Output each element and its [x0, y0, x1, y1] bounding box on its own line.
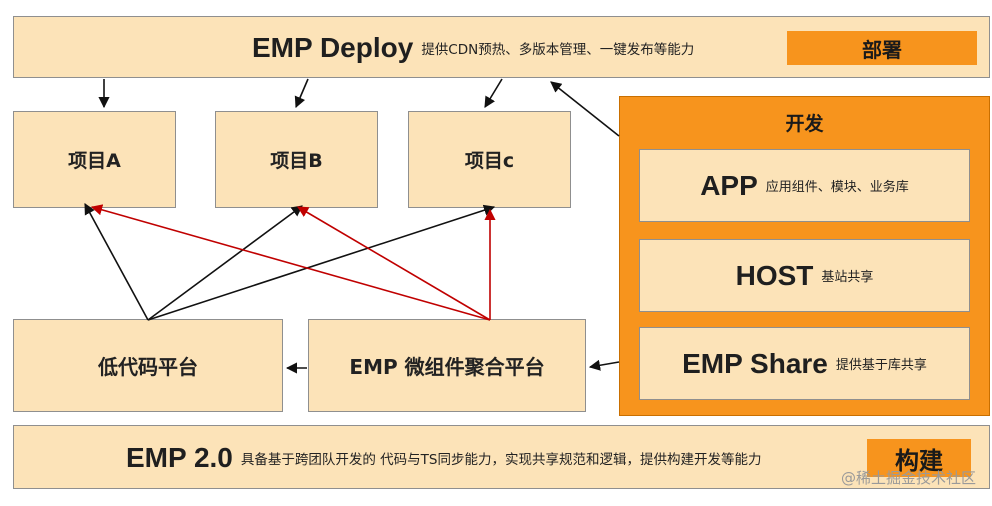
watermark: @稀土掘金技术社区	[840, 469, 976, 487]
arrow-emp-micro-to-project-a	[90, 204, 491, 321]
deploy-title: EMP Deploy	[252, 32, 414, 63]
dev-item-desc: 提供基于库共享	[835, 358, 927, 373]
build-bar: EMP 2.0 具备基于跨团队开发的 代码与TS同步能力，实现共享规范和逻辑，提…	[13, 425, 990, 489]
deploy-heading: EMP Deploy 提供CDN预热、多版本管理、一键发布等能力	[252, 31, 694, 65]
arrow-lowcode-to-project-c	[147, 204, 496, 321]
deploy-tag: 部署	[787, 31, 977, 65]
dev-panel-title: 开发	[785, 113, 824, 135]
project-a-box: 项目A	[13, 111, 176, 208]
dev-item-title: APP	[700, 169, 758, 201]
arrow-deploy-to-project-b	[294, 78, 309, 109]
lowcode-platform-box: 低代码平台	[13, 319, 283, 412]
dev-item-app: APP 应用组件、模块、业务库	[639, 149, 970, 222]
deploy-description: 提供CDN预热、多版本管理、一键发布等能力	[421, 42, 695, 58]
build-title: EMP 2.0	[126, 442, 233, 473]
dev-item-host: HOST 基站共享	[639, 239, 970, 312]
build-heading: EMP 2.0 具备基于跨团队开发的 代码与TS同步能力，实现共享规范和逻辑，提…	[126, 441, 761, 475]
arrow-dev-to-emp-micro	[588, 359, 620, 371]
arrow-deploy-to-project-c	[484, 78, 503, 108]
dev-item-title: HOST	[735, 259, 814, 291]
project-c-box: 项目c	[408, 111, 571, 208]
deploy-bar: EMP Deploy 提供CDN预热、多版本管理、一键发布等能力 部署	[13, 16, 990, 78]
build-tag: 构建	[867, 439, 971, 477]
emp-micro-platform-box: EMP 微组件聚合平台	[308, 319, 586, 412]
arrow-emp-micro-to-project-b	[297, 206, 491, 321]
dev-item-desc: 应用组件、模块、业务库	[765, 180, 909, 195]
arrow-lowcode-to-project-b	[147, 205, 303, 321]
build-description: 具备基于跨团队开发的 代码与TS同步能力，实现共享规范和逻辑，提供构建开发等能力	[240, 452, 762, 468]
arrow-lowcode-to-project-a	[84, 203, 149, 321]
dev-item-title: EMP Share	[682, 347, 828, 379]
dev-item-emp-share: EMP Share 提供基于库共享	[639, 327, 970, 400]
dev-item-desc: 基站共享	[821, 270, 874, 285]
project-b-box: 项目B	[215, 111, 378, 208]
dev-panel: 开发 APP 应用组件、模块、业务库 HOST 基站共享 EMP Share 提…	[619, 96, 990, 416]
